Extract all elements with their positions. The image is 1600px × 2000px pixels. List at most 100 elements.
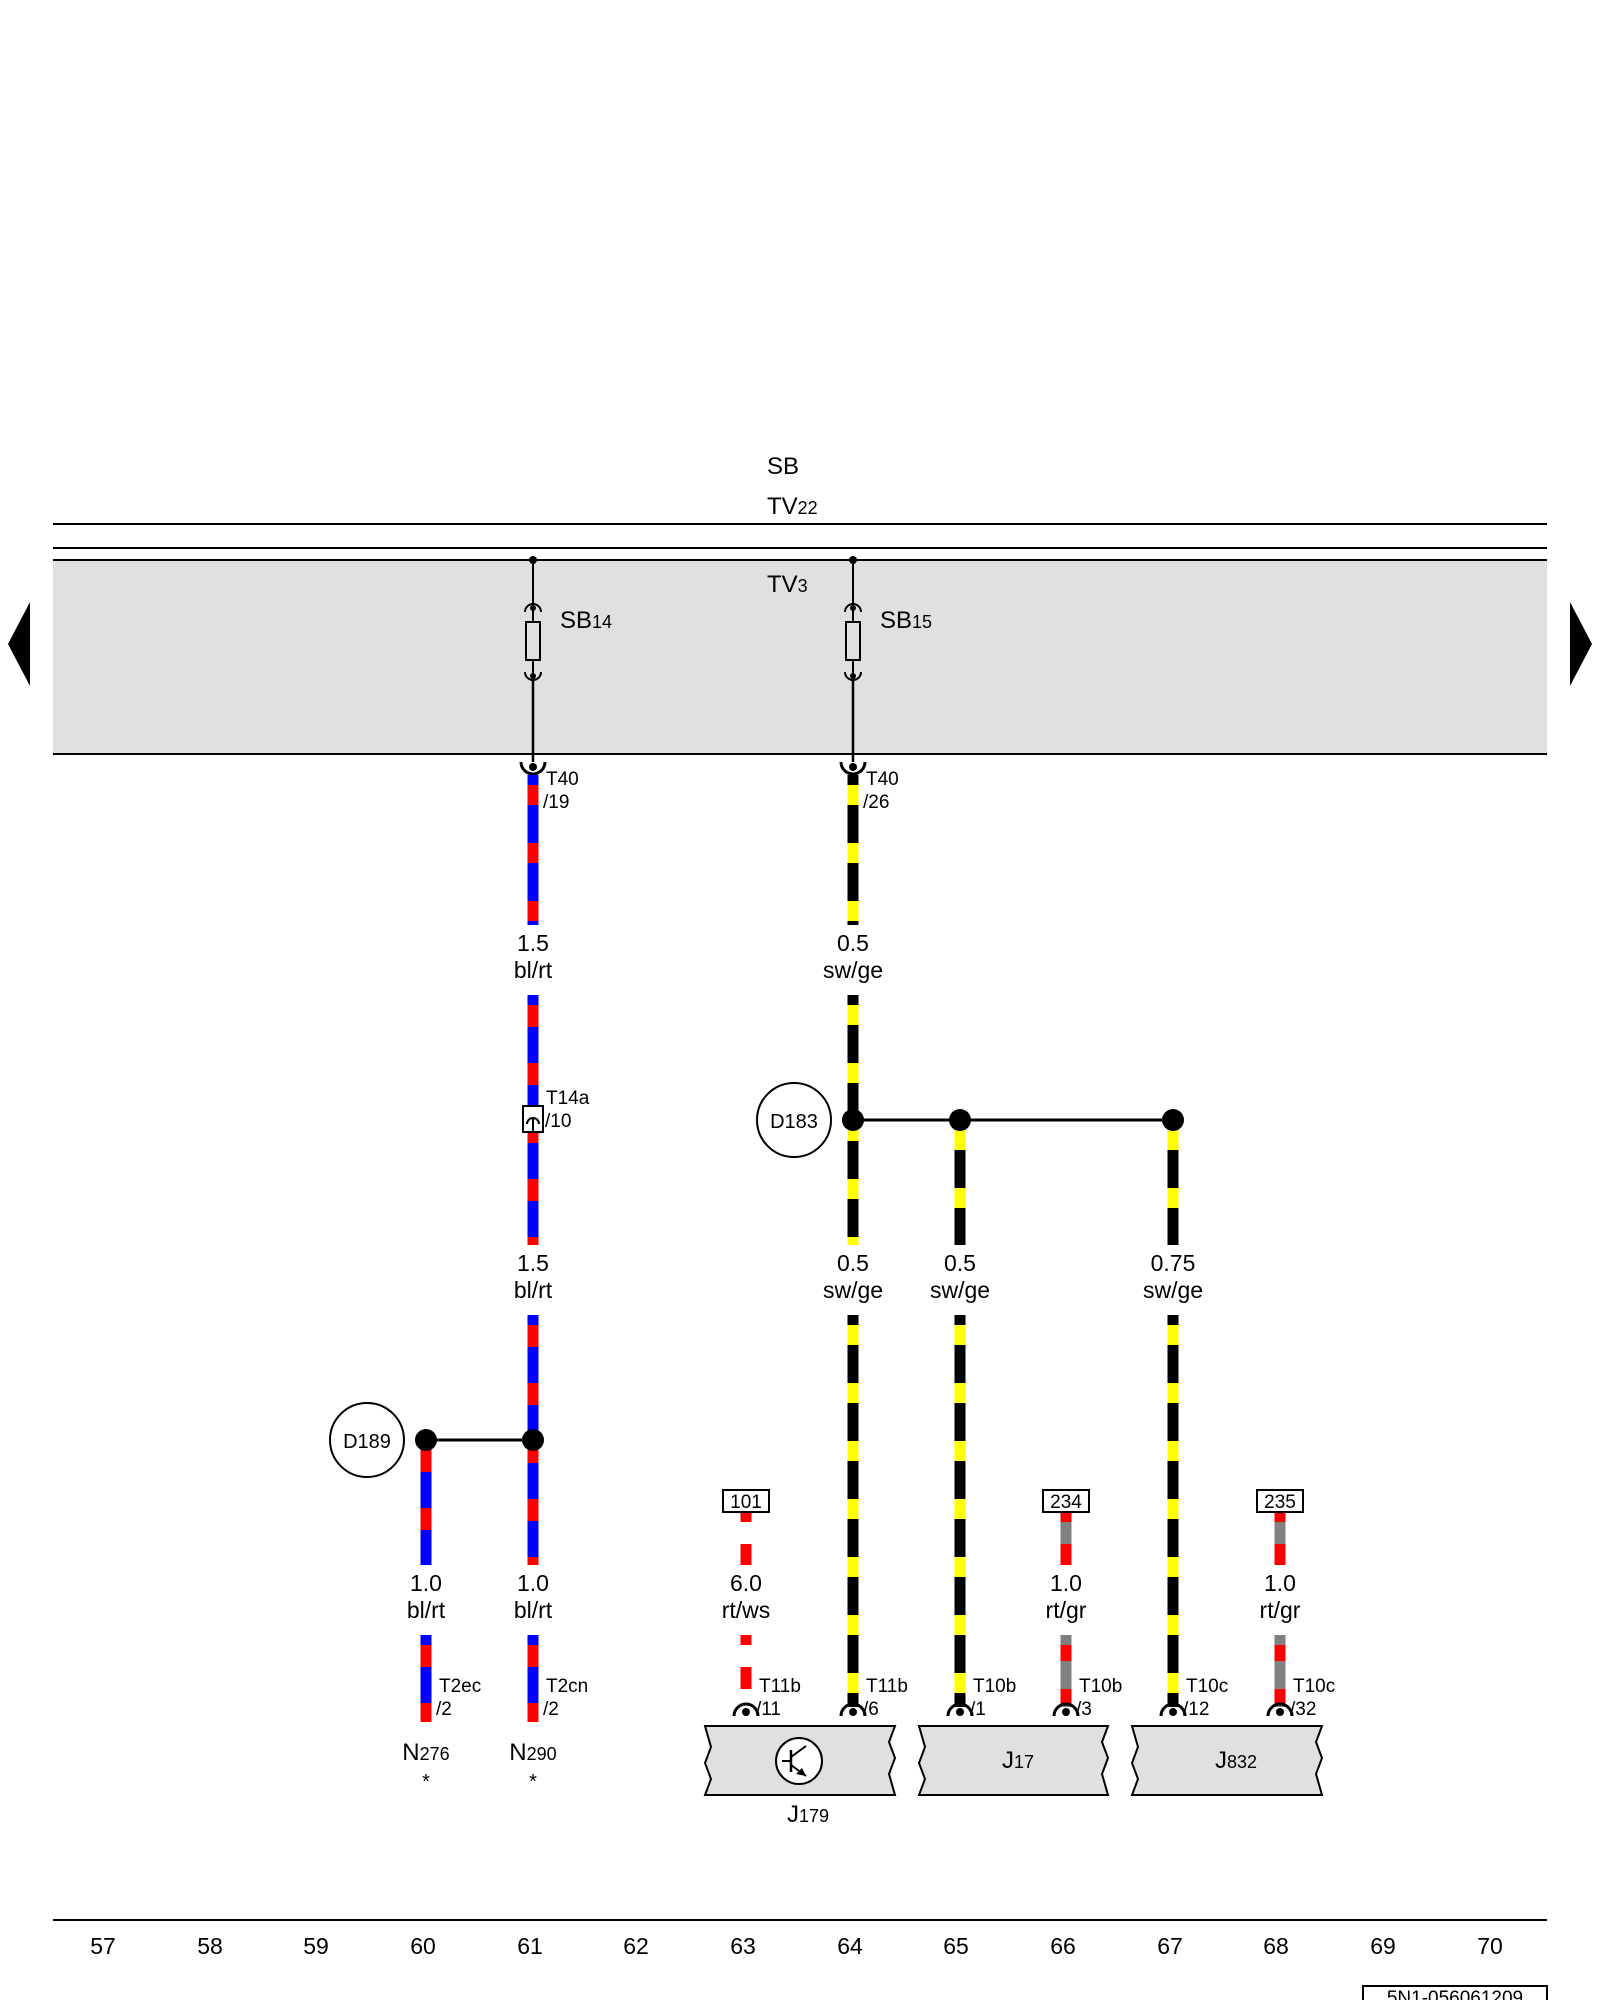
connector-t11b-6-pin: /6 [863,1699,879,1720]
junction-d189-label: D189 [343,1431,391,1453]
wire-68-upper-stripe [1274,1522,1286,1544]
wire-60c-lower-body [420,1635,432,1722]
column-number: 65 [943,1933,969,1959]
connector-t2ec-pin: /2 [436,1699,452,1720]
junction-dot-65 [949,1109,971,1131]
wire-64b-color: sw/ge [823,1277,883,1303]
column-number: 60 [410,1933,436,1959]
wire-63-lower-stripe [740,1689,752,1707]
ref-234-box[interactable] [1042,1489,1090,1513]
connector-t11b-6-symbol [839,1702,867,1717]
component-n290-mark: * [529,1771,537,1793]
connector-t10b-3-symbol [1052,1702,1080,1717]
connector-t2cn-label: T2cn [546,1676,588,1697]
wire-64b-lower-stripe [847,1499,859,1519]
wire-60c-color: bl/rt [407,1597,446,1623]
wire-61a-upper-stripe [527,785,539,805]
connector-t10b-3-label: T10b [1079,1676,1122,1697]
junction-dot-60 [415,1429,437,1451]
fuse-box-panel [53,560,1547,754]
wire-65-upper [954,1120,966,1245]
wire-64b-lower-stripe [847,1673,859,1693]
previous-page-arrow-icon[interactable] [8,602,30,686]
wire-68-size: 1.0 [1264,1570,1296,1596]
wire-64a-upper-stripe [847,843,859,863]
wire-61c-upper-stripe [527,1499,539,1521]
wire-65-lower-stripe [954,1557,966,1577]
wire-66-color: rt/gr [1046,1597,1087,1623]
wire-60c-lower-stripe [420,1645,432,1667]
connector-t11b-11-pin: /11 [756,1699,781,1720]
wire-61a-upper-stripe [527,901,539,921]
connector-t40-26-symbol [839,761,867,776]
wire-64b-upper-stripe [847,1179,859,1199]
column-numbers: 57 58 59 60 61 62 63 64 65 66 67 68 69 7… [90,1933,1503,1959]
connector-t40-26-label: T40 [866,769,899,790]
wire-61c-lower-stripe [527,1645,539,1667]
wire-61b-upper-stripe [527,1179,539,1201]
component-j832-box[interactable] [1130,1725,1324,1796]
wire-61b-size: 1.5 [517,1250,549,1276]
ref-101-label: 101 [730,1492,762,1513]
wire-64a-color: sw/ge [823,957,883,983]
wire-61c-upper-stripe [527,1557,539,1565]
wire-67-size: 0.75 [1151,1250,1196,1276]
wire-64b-upper-stripe [847,1063,859,1083]
junction-dot-67 [1162,1109,1184,1131]
wire-61b-upper-stripe [527,1005,539,1027]
wire-68-lower [1274,1635,1286,1707]
connector-t14a-symbol [522,1105,544,1133]
wire-65-lower-stripe [954,1615,966,1635]
wire-68-upper [1274,1512,1286,1565]
fuse-sb15-label: SB15 [880,607,932,634]
column-number: 68 [1263,1933,1289,1959]
wire-segments [420,775,1286,1722]
wire-60c-upper-body [420,1440,432,1565]
wire-64b-upper-stripe [847,1237,859,1245]
column-number: 66 [1050,1933,1076,1959]
component-j832-label: J832 [1215,1747,1257,1774]
wire-66-lower-stripe [1060,1645,1072,1661]
wire-61b-upper-stripe [527,1237,539,1245]
wire-64b-lower-stripe [847,1441,859,1461]
wire-68-lower-stripe [1274,1689,1286,1705]
wire-61a-upper-stripe [527,843,539,863]
ref-235-label: 235 [1264,1492,1296,1513]
wire-61c-lower-body [527,1635,539,1722]
wire-65-lower-stripe [954,1383,966,1403]
column-number: 58 [197,1933,223,1959]
wire-64b-size: 0.5 [837,1250,869,1276]
component-j17-box[interactable] [917,1725,1110,1796]
ref-235-box[interactable] [1256,1489,1304,1513]
junction-d189-circle [329,1402,405,1478]
connector-t14a-pin: /10 [545,1111,571,1132]
column-number: 61 [517,1933,543,1959]
wire-64b-lower-stripe [847,1557,859,1577]
wire-67-upper [1167,1120,1179,1245]
wire-63-lower [740,1635,752,1707]
wire-63-lower-body [740,1635,752,1707]
wire-61a-upper [527,775,539,925]
next-page-arrow-icon[interactable] [1570,602,1592,686]
junction-dot-64 [842,1109,864,1131]
wire-67-lower [1167,1315,1179,1707]
wire-63-size: 6.0 [730,1570,762,1596]
connector-t11b-11-label: T11b [759,1676,801,1697]
junction-d183-circle [756,1082,832,1158]
wire-68-color: rt/gr [1260,1597,1301,1623]
wire-61c-lower [527,1635,539,1722]
connector-t2ec-label: T2ec [439,1676,481,1697]
wire-66-upper [1060,1512,1072,1565]
wire-64b-lower [847,1315,859,1707]
junction-dot-61 [522,1429,544,1451]
wire-67-upper-stripe [1167,1130,1179,1150]
ref-101-box[interactable] [722,1489,770,1513]
wire-67-upper-stripe [1167,1188,1179,1208]
wire-63-lower-stripe [740,1645,752,1667]
connector-t10c-12-label: T10c [1186,1676,1228,1697]
wire-66-lower [1060,1635,1072,1707]
component-n290-label: N290 [509,1739,556,1766]
connector-t40-26-pin: /26 [863,792,889,813]
wire-67-lower-stripe [1167,1615,1179,1635]
column-number: 57 [90,1933,116,1959]
